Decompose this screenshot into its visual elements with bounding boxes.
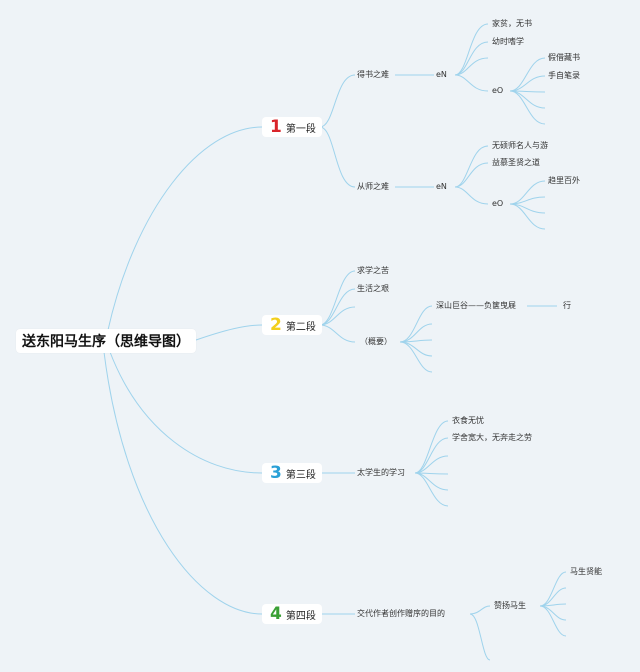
node-s3-a1[interactable]: 衣食无忧: [452, 416, 484, 425]
node-s3-a2[interactable]: 学舍宽大，无奔走之劳: [452, 433, 532, 442]
section-3-label: 第三段: [285, 469, 316, 481]
root-node[interactable]: 送东阳马生序（思维导图）: [16, 329, 196, 353]
section-2-node[interactable]: 2 第二段: [262, 315, 322, 335]
node-s1-a-mark2: eO: [492, 86, 504, 95]
section-3-number: 3: [270, 463, 282, 483]
node-s1-b-mark: eN: [436, 182, 447, 191]
node-s1-b-j1[interactable]: 趋里百外: [548, 176, 580, 185]
section-3-node[interactable]: 3 第三段: [262, 463, 322, 483]
node-s4-a[interactable]: 交代作者创作赠序的目的: [357, 609, 445, 618]
node-s1-a[interactable]: 得书之难: [357, 70, 389, 79]
section-4-node[interactable]: 4 第四段: [262, 604, 322, 624]
node-s1-a-j2[interactable]: 手自笔录: [548, 71, 580, 80]
node-s1-b-i1[interactable]: 无硕师名人与游: [492, 141, 548, 150]
node-s1-a-i2[interactable]: 幼时嗜学: [492, 37, 524, 46]
node-s1-b-i2[interactable]: 益慕圣贤之道: [492, 158, 540, 167]
section-2-number: 2: [270, 315, 282, 335]
section-2-label: 第二段: [285, 321, 316, 333]
node-s2-b[interactable]: 生活之艰: [357, 284, 389, 293]
node-s1-a-j1[interactable]: 假借藏书: [548, 53, 580, 62]
node-s4-b1[interactable]: 马生贤能: [570, 567, 602, 576]
node-s1-b[interactable]: 从师之难: [357, 182, 389, 191]
section-4-label: 第四段: [285, 610, 316, 622]
section-4-number: 4: [270, 604, 282, 624]
root-label: 送东阳马生序（思维导图）: [22, 334, 190, 350]
node-s1-a-mark: eN: [436, 70, 447, 79]
section-1-node[interactable]: 1 第一段: [262, 117, 322, 137]
node-s2-c1-end[interactable]: 行: [563, 301, 571, 310]
node-s1-a-i1[interactable]: 家贫，无书: [492, 19, 532, 28]
node-s4-b[interactable]: 赞扬马生: [494, 601, 526, 610]
section-1-label: 第一段: [285, 123, 316, 135]
section-1-number: 1: [270, 117, 282, 137]
node-s2-c[interactable]: （概要）: [360, 337, 392, 346]
node-s3-a[interactable]: 太学生的学习: [357, 468, 405, 477]
node-s1-b-mark2: eO: [492, 199, 504, 208]
node-s2-a[interactable]: 求学之苦: [357, 266, 389, 275]
node-s2-c1[interactable]: 深山巨谷——负箧曳屣: [436, 301, 516, 310]
